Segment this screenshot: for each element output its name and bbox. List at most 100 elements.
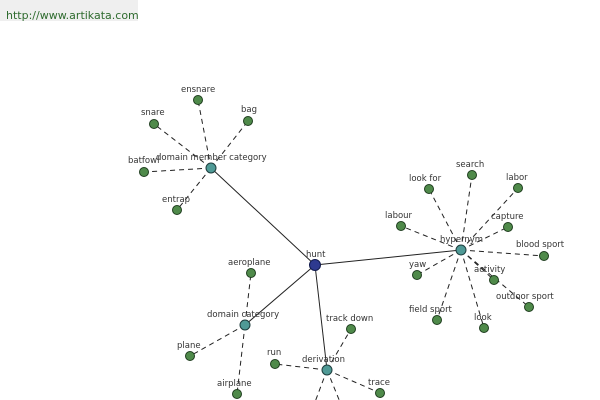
leaf-capture[interactable]: capture [491, 212, 524, 232]
edge-dmc-entrap [176, 167, 212, 211]
leaf-node-dot[interactable] [432, 315, 442, 325]
leaf-node-label: blood sport [516, 240, 565, 250]
hub-domain-member-category[interactable]: domain member category [156, 153, 267, 174]
edge-hyp-look-for [428, 188, 462, 251]
edge-hyp-labour [400, 225, 462, 251]
center-node-dot[interactable] [309, 259, 321, 271]
edge-hunt-derivation [314, 264, 328, 371]
leaf-node-dot[interactable] [524, 302, 534, 312]
leaf-node-dot[interactable] [139, 167, 149, 177]
leaf-node-dot[interactable] [243, 116, 253, 126]
leaf-node-label: bag [241, 105, 257, 115]
hub-node-dot[interactable] [205, 162, 217, 174]
leaf-node-dot[interactable] [246, 268, 256, 278]
leaf-node-label: outdoor sport [496, 292, 554, 302]
leaf-node-dot[interactable] [467, 170, 477, 180]
leaf-labor[interactable]: labor [506, 173, 528, 193]
leaf-outdoor-sport[interactable]: outdoor sport [496, 292, 554, 312]
leaf-node-label: plane [177, 341, 201, 351]
leaf-node-dot[interactable] [503, 222, 513, 232]
leaf-node-dot[interactable] [412, 270, 422, 280]
edge-hyp-search [460, 174, 473, 251]
leaf-yaw[interactable]: yaw [409, 260, 426, 280]
leaf-node-dot[interactable] [149, 119, 159, 129]
leaf-node-label: aeroplane [228, 258, 271, 268]
edge-der-offscreen-2 [326, 369, 340, 400]
leaf-node-dot[interactable] [185, 351, 195, 361]
leaf-node-dot[interactable] [172, 205, 182, 215]
leaf-node-label: entrap [162, 195, 190, 205]
leaf-node-label: snare [141, 108, 165, 118]
leaf-node-dot[interactable] [489, 275, 499, 285]
leaf-trace[interactable]: trace [368, 378, 390, 398]
leaf-node-label: capture [491, 212, 524, 222]
edge-hyp-look [460, 249, 485, 329]
hub-derivation[interactable]: derivation [302, 355, 345, 376]
hub-node-dot[interactable] [239, 319, 251, 331]
leaf-node-label: run [267, 348, 281, 358]
url-link[interactable]: http://www.artikata.com [6, 9, 139, 22]
leaf-track-down[interactable]: track down [326, 314, 373, 334]
edge-hyp-blood-sport [460, 249, 545, 257]
leaf-plane[interactable]: plane [177, 341, 201, 361]
edge-der-offscreen-1 [315, 369, 328, 400]
edge-der-track-down [326, 328, 352, 371]
leaf-snare[interactable]: snare [141, 108, 165, 129]
leaf-node-dot[interactable] [539, 251, 549, 261]
leaf-node-label: ensnare [181, 85, 215, 95]
edge-dmc-snare [153, 123, 212, 169]
hub-node-label: domain member category [156, 153, 267, 163]
hub-node-label: domain category [207, 310, 279, 320]
leaf-look-for[interactable]: look for [409, 174, 442, 194]
edge-hyp-outdoor-sport [460, 249, 530, 308]
leaf-node-dot[interactable] [479, 323, 489, 333]
leaf-aeroplane[interactable]: aeroplane [228, 258, 271, 278]
leaf-node-dot[interactable] [270, 359, 280, 369]
leaf-node-label: activity [474, 265, 505, 275]
hub-node-dot[interactable] [455, 244, 467, 256]
edge-dmc-ensnare [197, 99, 212, 169]
leaf-node-dot[interactable] [396, 221, 406, 231]
leaf-ensnare[interactable]: ensnare [181, 85, 215, 105]
leaf-look[interactable]: look [474, 313, 492, 333]
leaf-airplane[interactable]: airplane [217, 379, 252, 399]
leaf-entrap[interactable]: entrap [162, 195, 190, 215]
leaf-labour[interactable]: labour [385, 211, 413, 231]
leaf-node-label: field sport [409, 305, 453, 315]
edge-hunt-domain-category [244, 264, 316, 326]
leaf-node-label: search [456, 160, 484, 170]
edge-dc-airplane [236, 324, 246, 395]
leaf-batfowl[interactable]: batfowl [128, 156, 159, 177]
edge-hyp-activity [460, 249, 495, 281]
node-hunt[interactable]: hunt [306, 250, 326, 271]
leaf-node-dot[interactable] [346, 324, 356, 334]
leaf-node-label: batfowl [128, 156, 159, 166]
edge-dc-plane [189, 324, 246, 357]
leaf-activity[interactable]: activity [474, 265, 505, 285]
leaf-node-label: trace [368, 378, 390, 388]
leaf-node-dot[interactable] [424, 184, 434, 194]
hub-node-label: hypernym [440, 235, 483, 245]
url-bar[interactable]: http://www.artikata.com [0, 0, 139, 22]
leaf-node-label: track down [326, 314, 373, 324]
edge-hunt-domain-member-category [210, 167, 316, 266]
leaf-field-sport[interactable]: field sport [409, 305, 453, 325]
leaf-node-label: labour [385, 211, 413, 221]
leaf-blood-sport[interactable]: blood sport [516, 240, 565, 261]
leaf-search[interactable]: search [456, 160, 484, 180]
edge-hunt-hypernym [314, 249, 462, 266]
hub-node-dot[interactable] [321, 364, 333, 376]
leaf-node-dot[interactable] [193, 95, 203, 105]
leaf-bag[interactable]: bag [241, 105, 257, 126]
leaf-node-dot[interactable] [232, 389, 242, 399]
edge-der-trace [326, 369, 381, 394]
hub-node-label: derivation [302, 355, 345, 365]
leaf-node-label: yaw [409, 260, 426, 270]
hub-hypernym[interactable]: hypernym [440, 235, 483, 256]
hub-domain-category[interactable]: domain category [207, 310, 279, 331]
leaf-node-dot[interactable] [375, 388, 385, 398]
leaf-node-label: labor [506, 173, 528, 183]
leaf-run[interactable]: run [267, 348, 281, 369]
leaf-node-dot[interactable] [513, 183, 523, 193]
